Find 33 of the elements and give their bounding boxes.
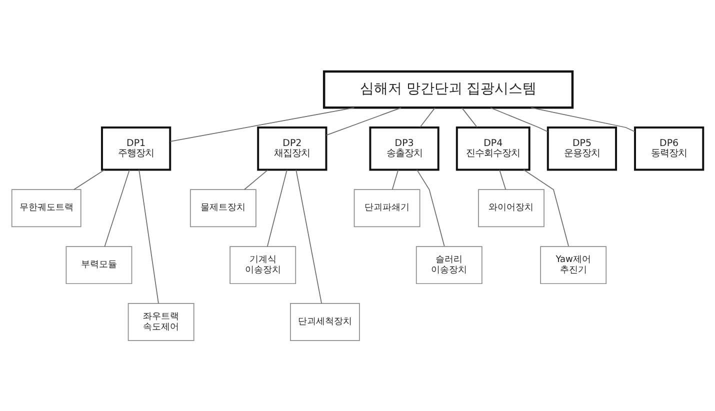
connector [170,106,355,142]
connector [138,168,159,304]
node-box: 무한궤도트랙 [11,188,82,227]
connector [416,168,445,246]
connector [530,106,636,132]
connector [266,169,288,246]
node-box: 부력모듈 [66,246,132,284]
node-box: 단괴파쇄기 [354,188,420,227]
node-box: 슬러리 이송장치 [416,246,482,284]
node-box: DP6 동력장치 [634,126,704,170]
node-box: DP4 진수회수장치 [456,126,530,170]
connector [499,169,506,190]
connector [523,168,569,246]
connector [420,107,436,128]
node-box: 기계식 이송장치 [230,246,296,284]
connector [392,169,399,190]
connector [326,106,402,136]
connector [490,106,548,132]
node-box: 단괴세척장치 [290,302,360,340]
node-box: 와이어장치 [478,188,544,227]
node-box: DP3 송출장치 [369,126,440,170]
node-box: 좌우트랙 속도제어 [128,302,194,340]
connector [104,169,130,246]
node-box: 심해저 망간단괴 집광시스템 [322,70,574,108]
connector [244,169,268,190]
connector [73,168,105,190]
node-box: DP1 주행장치 [101,126,172,170]
node-box: DP5 운용장치 [546,126,618,170]
connector [296,168,322,304]
node-box: Yaw제어 추진기 [540,246,607,284]
connector [462,107,478,128]
node-box: DP2 채집장치 [257,126,328,170]
node-box: 물제트장치 [190,188,256,227]
